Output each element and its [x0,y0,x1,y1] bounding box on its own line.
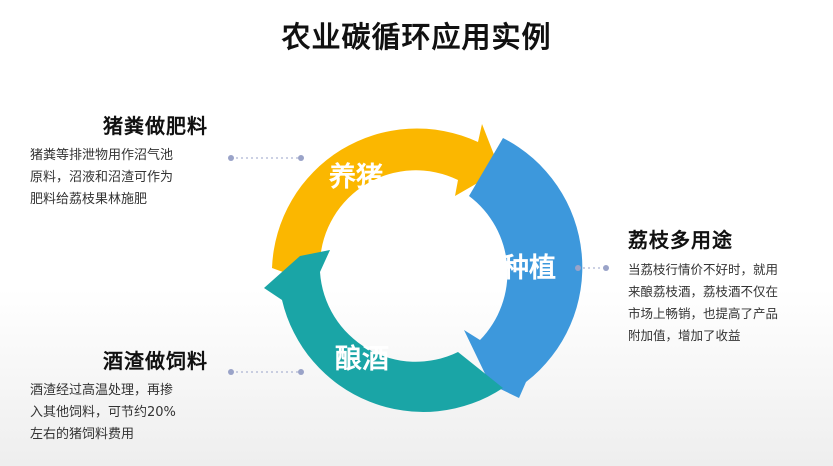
pig-manure-block: 猪粪做肥料 猪粪等排泄物用作沼气池 原料，沼液和沼渣可作为 肥料给荔枝果林施肥 [30,110,230,211]
cycle-segment-brewing [264,250,503,412]
pig-manure-heading: 猪粪做肥料 [103,114,208,138]
lychee-use-description: 当荔枝行情价不好时，就用 来酿荔枝酒，荔枝酒不仅在 市场上畅销，也提高了产品 附… [628,259,828,347]
cycle-label-brewing: 酿酒 [335,343,389,375]
lychee-use-line: 市场上畅销，也提高了产品 [628,306,779,321]
lychee-use-line: 附加值，增加了收益 [628,328,741,343]
cycle-segment-planting [464,138,583,398]
distillers-grain-heading: 酒渣做饲料 [103,349,208,373]
pig-manure-line: 原料，沼液和沼渣可作为 [30,170,174,185]
distillers-grain-block: 酒渣做饲料 酒渣经过高温处理，再掺 入其他饲料，可节约20% 左右的猪饲料费用 [30,345,230,446]
connector-top-left [228,155,304,161]
pig-manure-line: 猪粪等排泄物用作沼气池 [30,148,174,163]
pig-manure-description: 猪粪等排泄物用作沼气池 原料，沼液和沼渣可作为 肥料给荔枝果林施肥 [30,145,230,211]
lychee-use-line: 来酿荔枝酒，荔枝酒不仅在 [628,284,779,299]
lychee-use-line: 当荔枝行情价不好时，就用 [628,262,779,277]
page-title: 农业碳循环应用实例 [281,20,552,54]
distillers-grain-line: 左右的猪饲料费用 [30,427,135,442]
lychee-use-heading: 荔枝多用途 [628,228,733,252]
distillers-grain-line: 入其他饲料，可节约20% [30,405,176,420]
cycle-label-pig: 养猪 [329,161,383,193]
distillers-grain-description: 酒渣经过高温处理，再掺 入其他饲料，可节约20% 左右的猪饲料费用 [30,380,230,446]
pig-manure-line: 肥料给荔枝果林施肥 [30,192,148,207]
connector-right [575,265,609,271]
lychee-use-block: 荔枝多用途 当荔枝行情价不好时，就用 来酿荔枝酒，荔枝酒不仅在 市场上畅销，也提… [628,224,828,347]
cycle-segment-pig [272,124,500,284]
distillers-grain-line: 酒渣经过高温处理，再掺 [30,383,174,398]
cycle-label-planting: 种植 [502,252,556,284]
connector-bottom-left [228,369,304,375]
